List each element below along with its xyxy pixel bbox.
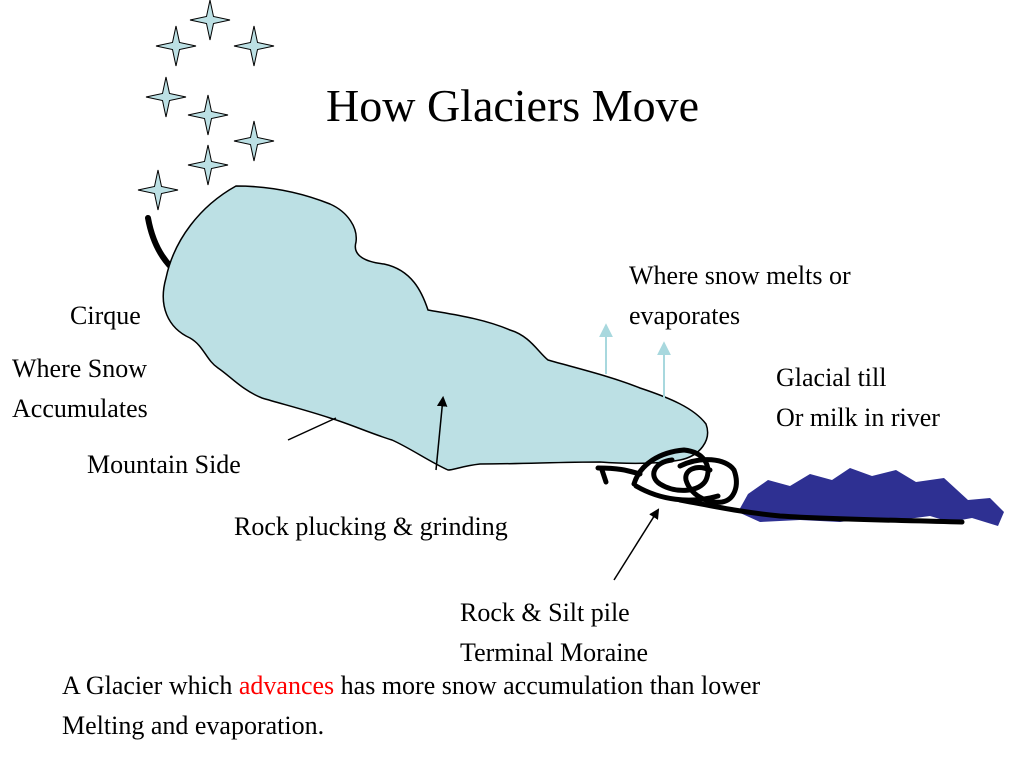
snowflake-icon [187,94,229,136]
moraine-label: Rock & Silt pile Terminal Moraine [460,593,648,673]
accumulation-label-line-1: Where Snow [12,354,148,383]
melt-label-line-2: evaporates [629,301,741,330]
snowflake-icon [137,169,179,211]
melt-label: Where snow melts or evaporates [629,256,851,336]
lower-slope-line [287,417,337,441]
snowflake-icon [187,144,229,186]
mountain-side-label: Mountain Side [87,450,241,479]
snowflake-group [137,0,275,211]
moraine-arrow [613,508,660,581]
snowflake-icon [233,25,275,67]
melt-label-line-1: Where snow melts or [629,261,851,290]
caption-line-1: A Glacier which advances has more snow a… [62,666,760,706]
glacial-till-label: Glacial till Or milk in river [776,358,940,438]
accumulation-label-line-2: Accumulates [12,394,148,423]
glacial-till-label-line-2: Or milk in river [776,403,940,432]
terminal-moraine [595,447,965,525]
caption-text-after: has more snow accumulation than lower [334,671,761,700]
moraine-label-line-2: Terminal Moraine [460,638,649,667]
plucking-label: Rock plucking & grinding [234,512,508,541]
cirque-label: Cirque [70,301,141,330]
caption-text-before: A Glacier which [62,671,239,700]
moraine-label-line-1: Rock & Silt pile [460,598,630,627]
page-title: How Glaciers Move [326,80,700,131]
caption: A Glacier which advances has more snow a… [62,666,760,746]
snowflake-icon [155,25,197,67]
accumulation-label: Where Snow Accumulates [12,349,148,429]
caption-line-2: Melting and evaporation. [62,711,325,740]
snowflake-icon [189,0,231,41]
plucking-arrow [435,395,448,471]
snowflake-icon [233,120,275,162]
snowflake-icon [145,76,187,118]
mountain-side-line [145,215,175,271]
river-shape [738,468,1004,526]
caption-highlight: advances [238,671,335,700]
glacier-body [162,185,709,471]
glacial-till-label-line-1: Glacial till [776,363,887,392]
